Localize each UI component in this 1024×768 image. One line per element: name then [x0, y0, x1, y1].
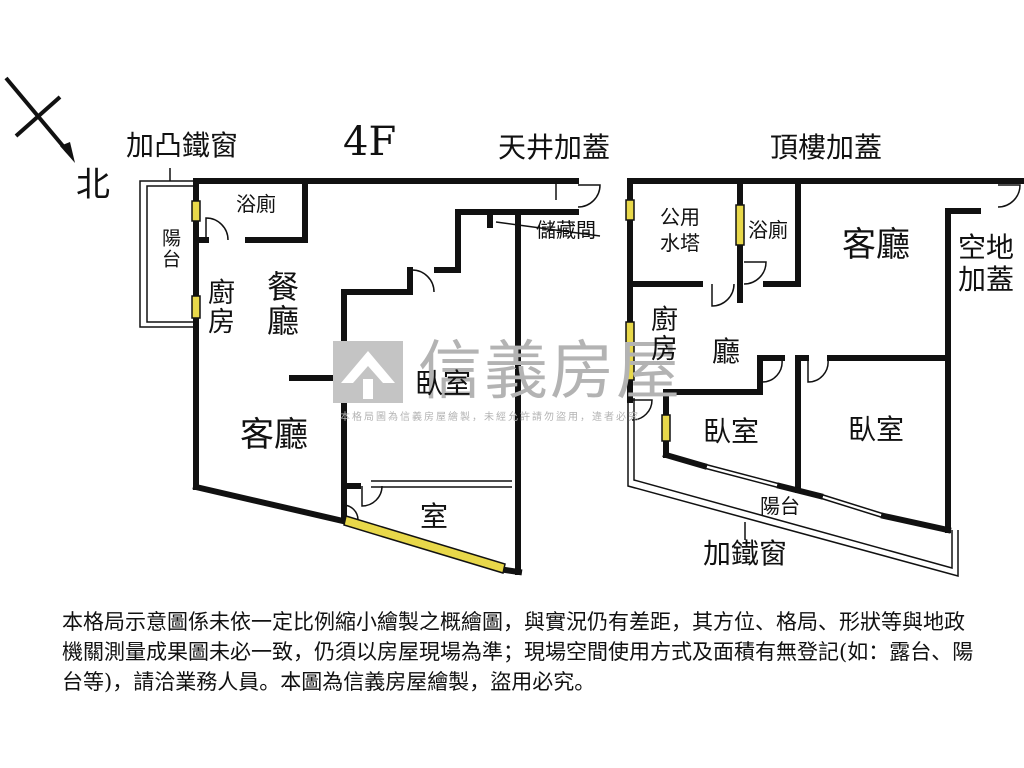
rooftop-thin-lines — [627, 398, 959, 577]
open-space-label: 空地加蓋 — [958, 231, 1015, 296]
bedroom-rooftop-left-label: 臥室 — [703, 415, 760, 448]
bedroom-4f-label: 臥室 — [415, 367, 472, 400]
disclaimer-text: 本格局示意圖係未依一定比例縮小繪製之概繪圖，與實況仍有差距，其方位、格局、形狀等… — [62, 610, 974, 694]
watermark-brand: 信義房屋 — [418, 335, 682, 409]
floor-4f-title: 4F — [343, 119, 397, 165]
bathroom-rooftop-label: 浴廁 — [748, 218, 788, 242]
storage-label: 儲藏間 — [536, 218, 596, 242]
rooftop-doors — [631, 184, 1021, 421]
rooftop-windows — [625, 199, 745, 442]
water-tower-label: 公用水塔 — [660, 205, 700, 255]
living-rooftop-label: 客廳 — [842, 225, 910, 265]
dining-label: 餐廳 — [262, 270, 300, 338]
watermark-notice: 本格局圖為信義房屋繪製，未經允許請勿盜用，違者必究 — [340, 412, 640, 423]
iron-window-label: 加鐵窗 — [703, 537, 788, 570]
bedroom-rooftop-right-label: 臥室 — [848, 413, 905, 446]
room-4f-label: 室 — [420, 500, 449, 533]
floor-4f-doors — [205, 184, 601, 521]
living-4f-label: 客廳 — [240, 415, 308, 455]
rooftop-title: 頂樓加蓋 — [770, 131, 883, 164]
balcony-rooftop-label: 陽台 — [760, 494, 800, 518]
bathroom-4f-label: 浴廁 — [236, 192, 276, 216]
balcony-4f-label: 陽台 — [159, 228, 181, 270]
kitchen-4f-label: 廚房 — [203, 278, 234, 336]
floor-4f-thin-lines — [139, 168, 601, 488]
bay-window-label: 加凸鐵窗 — [126, 129, 239, 162]
watermark-logo-icon — [333, 341, 403, 403]
north-label: 北 — [76, 165, 110, 205]
floor-4f-walls — [192, 178, 579, 576]
floor-4f-windows — [191, 200, 506, 574]
kitchen-rooftop-label: 廚房 — [646, 305, 677, 363]
hall-label: 廳 — [712, 335, 741, 368]
north-arrow-icon — [4, 76, 75, 163]
courtyard-cover-label: 天井加蓋 — [498, 131, 611, 164]
floor-plan-drawing — [4, 76, 1024, 577]
